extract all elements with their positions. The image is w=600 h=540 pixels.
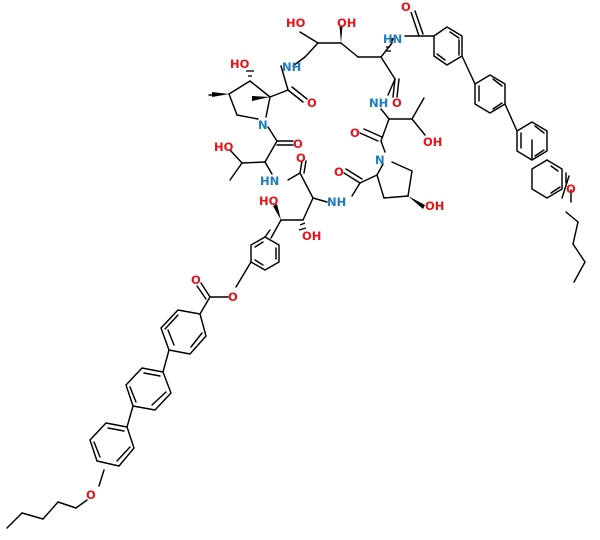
label-oh-thr-left: HO [214,140,234,154]
label-hn-ring-bottom: HN [260,174,279,188]
label-o-ester-carbonyl: O [191,273,201,287]
label-o-ester: O [228,290,238,304]
label-nh-ring-right: NH [369,96,388,110]
label-nh-hty: NH [327,195,346,209]
label-hn-top: HN [383,32,402,46]
atom-labels: O HO OH HN HO NH O O NH OH O N O HO O HN… [86,0,576,502]
label-o-pro-left-co: O [293,137,303,151]
macrocycle-bonds [228,31,426,239]
label-o-pro4-co: O [350,126,360,140]
lower-side-chain [6,229,280,529]
label-o-pro-right-co: O [334,165,344,179]
label-nh-ring-left: NH [282,60,301,74]
upper-side-chain [404,10,586,283]
label-o-ether-top: O [566,182,576,196]
label-oh-pro4: OH [425,199,444,213]
label-oh-hty-2: OH [302,229,321,243]
label-n-pro-right: N [375,153,385,167]
label-o-ether-bottom: O [86,488,96,502]
label-o-hty-co: O [296,151,306,165]
label-n-pro-left: N [258,118,268,132]
label-oh-pro3: HO [230,57,250,71]
label-o-ring-left: O [307,96,317,110]
label-o-amide-top: O [401,0,411,14]
stereo-bonds [212,26,425,231]
label-oh-c1: HO [286,16,306,30]
label-oh-c2: OH [337,16,356,30]
label-oh-hty-benzyl: HO [259,194,279,208]
label-oh-thr-right: OH [423,135,442,149]
label-o-ring-right: O [392,96,402,110]
